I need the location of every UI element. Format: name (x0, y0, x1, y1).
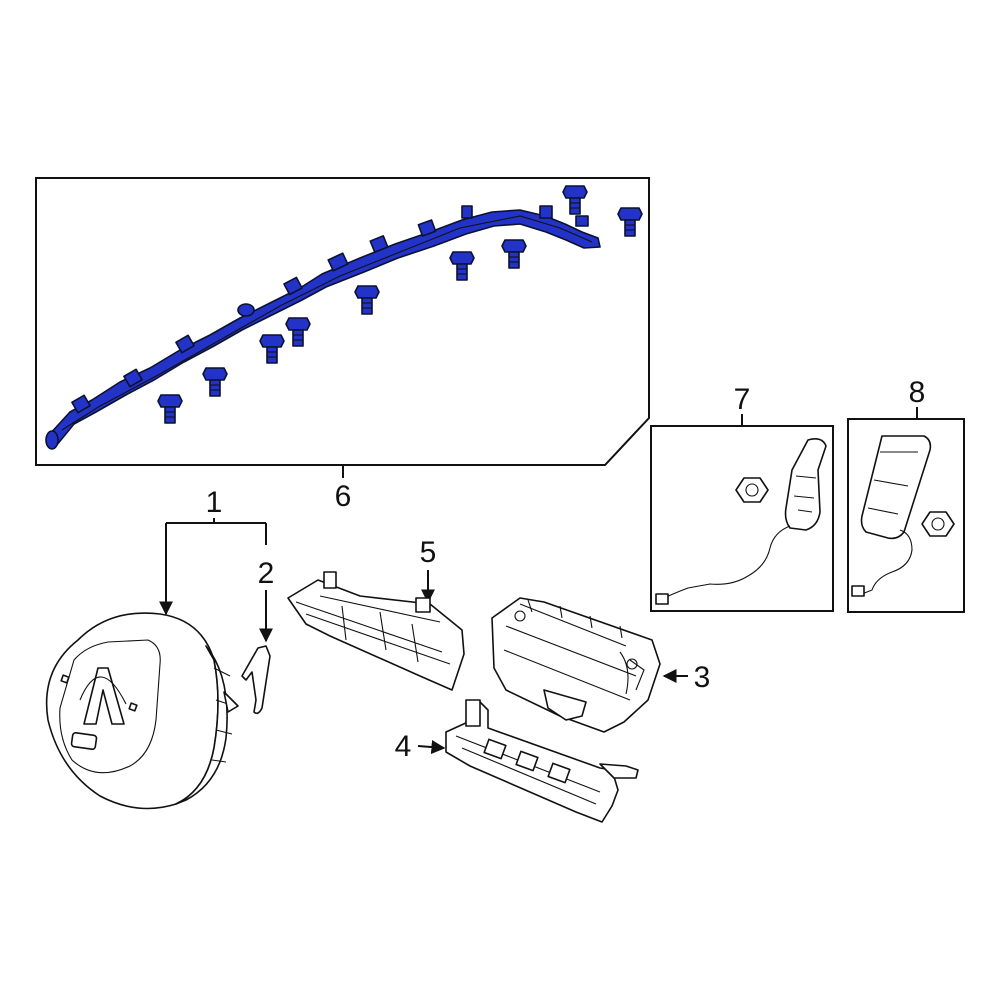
part-4-group: 4 (395, 699, 639, 823)
side-airbag-left-group: 7 (650, 383, 834, 612)
acura-logo-icon (79, 667, 127, 725)
callout-8: 8 (909, 376, 926, 409)
knee-airbag-bracket[interactable] (287, 571, 465, 691)
curtain-airbag-group: 6 (35, 177, 650, 513)
passenger-airbag-group: 3 (491, 597, 711, 733)
side-airbag-right-frame (847, 418, 965, 613)
part-5-group: 5 (287, 536, 465, 691)
passenger-airbag-module[interactable] (491, 597, 661, 733)
bolt-icon (449, 251, 475, 281)
nut-icon (735, 477, 769, 503)
side-airbag-right-group: 8 (847, 376, 965, 613)
bolt-icon (501, 239, 527, 269)
bolt-icon (617, 207, 643, 237)
callout-5: 5 (420, 536, 437, 569)
bolt-icon (562, 185, 588, 215)
callout-2: 2 (258, 557, 275, 590)
airbag-clip[interactable] (241, 645, 271, 715)
bolt-icon (259, 334, 285, 364)
curtain-airbag-frame (35, 177, 650, 466)
callout-1: 1 (206, 486, 223, 519)
callout-3: 3 (694, 661, 711, 694)
side-airbag-left[interactable] (655, 438, 827, 605)
bolt-icon (285, 317, 311, 347)
callout-7: 7 (734, 383, 751, 416)
bolt-icon (157, 394, 183, 424)
callout-4: 4 (395, 730, 412, 763)
side-airbag-right[interactable] (851, 435, 932, 597)
bolt-icon (354, 285, 380, 315)
callout-6: 6 (335, 480, 352, 513)
driver-airbag-module[interactable] (45, 612, 239, 810)
bolt-icon (202, 367, 228, 397)
curtain-airbag[interactable] (45, 205, 601, 450)
knee-airbag[interactable] (445, 699, 639, 823)
driver-airbag-group: 1 2 (45, 486, 275, 810)
nut-icon (921, 511, 955, 537)
